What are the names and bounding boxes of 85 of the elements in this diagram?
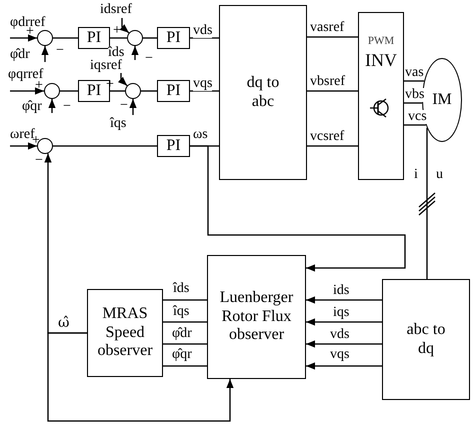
process-box (78, 27, 110, 49)
edge-label: vqs (193, 77, 212, 91)
connector-line (307, 36, 358, 38)
connector-line (404, 124, 426, 126)
connector-line (307, 145, 358, 147)
connector-line (404, 80, 424, 82)
edge-label: vcs (408, 110, 427, 124)
block-label: abc to dq (406, 321, 446, 358)
connector-line (404, 102, 422, 104)
edge-label: φdrref (10, 16, 46, 30)
arrow (306, 340, 382, 348)
edge-label: îqs (173, 305, 190, 319)
block-label: PI (86, 28, 102, 48)
block-label: PI (86, 82, 102, 100)
connector-line (426, 128, 428, 279)
connector-line (60, 90, 78, 92)
block-label: MRAS Speed observer (96, 305, 154, 361)
process-box (358, 12, 404, 180)
connector-line (110, 90, 125, 92)
block-label: Luenberger Rotor Flux observer (218, 289, 294, 345)
connector-line (163, 365, 207, 367)
edge-label: φ̂dr (172, 327, 192, 341)
arrow (118, 71, 128, 86)
block-label: PI (166, 28, 181, 48)
edge-label: iqs (333, 306, 350, 320)
block-label: PI (166, 136, 181, 156)
sign-label: + (113, 24, 121, 38)
connector-line (190, 90, 219, 92)
arrow (10, 34, 37, 42)
process-box (219, 5, 307, 180)
arrow (306, 362, 382, 370)
block-label: PWM (368, 35, 394, 48)
signal-label: i (414, 168, 418, 182)
arrow (306, 318, 382, 326)
process-box (157, 27, 190, 49)
process-box (87, 289, 163, 377)
arrow (48, 99, 56, 113)
process-box (157, 80, 190, 102)
arrow (306, 296, 382, 304)
arrow (129, 99, 137, 115)
edge-label: φ̂qr (22, 100, 42, 114)
sign-label: − (56, 44, 64, 58)
edge-label: ω̂ (58, 316, 70, 330)
arrow (10, 142, 37, 150)
sign-label: − (120, 99, 128, 113)
arrow (10, 87, 44, 95)
edge-label: φqrref (8, 68, 44, 82)
process-box (207, 255, 306, 379)
process-box (382, 279, 470, 400)
arrow (120, 18, 130, 34)
connector-line (143, 37, 157, 39)
summing-junction (44, 83, 60, 99)
connector-line (53, 37, 78, 39)
arrow (190, 145, 406, 272)
sign-label: + (32, 134, 40, 148)
edge-label: îqs (110, 117, 126, 131)
edge-label: vbs (405, 88, 424, 102)
connector-line (190, 37, 219, 39)
connector-line (163, 343, 207, 345)
connector-line (141, 90, 157, 92)
arrow (47, 332, 234, 422)
signal-label: u (436, 168, 443, 182)
connector-line (110, 37, 127, 39)
edge-label: φ̂dr (10, 48, 30, 62)
summing-junction (127, 30, 143, 46)
edge-label: vqs (330, 348, 350, 362)
process-box (157, 135, 190, 157)
block-label: dq to abc (246, 74, 280, 111)
edge-label: iqsref (90, 59, 122, 73)
edge-label: φ̂qr (172, 348, 192, 362)
block-label: IM (432, 90, 452, 110)
block-label: PI (166, 82, 181, 100)
summing-junction (125, 83, 141, 99)
sign-label: + (35, 79, 43, 93)
edge-label: vds (193, 24, 212, 38)
connector-line (163, 299, 207, 301)
connector-line (53, 145, 157, 147)
arrow (131, 46, 139, 60)
connector-line (307, 90, 358, 92)
block-label: INV (365, 50, 397, 70)
arrow (41, 46, 49, 62)
sign-label: − (145, 52, 153, 66)
connector-line (163, 321, 207, 323)
sign-label: − (35, 154, 43, 168)
sign-label: − (63, 100, 71, 114)
